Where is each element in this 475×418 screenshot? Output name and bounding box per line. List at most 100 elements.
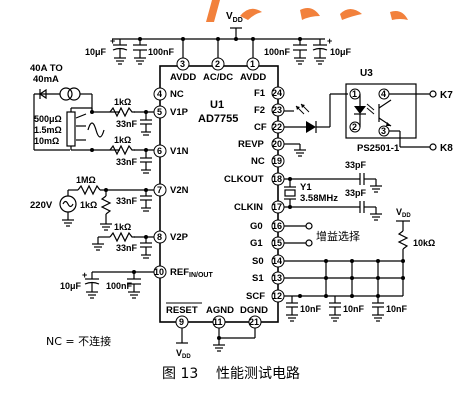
- svg-text:+: +: [110, 36, 115, 46]
- pin-11-label: AGND: [206, 305, 234, 316]
- pin-14-num: 14: [272, 256, 282, 266]
- pin-8-label: V2P: [170, 232, 189, 243]
- pin-6-num: 6: [157, 146, 162, 156]
- cap-33nf-label-1: 33nF: [116, 119, 138, 129]
- current-source-label-1: 40A TO: [30, 63, 63, 74]
- pin-3-label: AVDD: [170, 72, 196, 83]
- r1k-label-1: 1kΩ: [114, 97, 131, 107]
- opto-pin-4: 4: [381, 89, 386, 99]
- nc-note: NC = 不连接: [46, 335, 111, 348]
- pin-1-label: AVDD: [240, 72, 266, 83]
- cap-100nf-label-1: 100nF: [148, 47, 175, 57]
- pin-12-label: SCF: [246, 291, 265, 302]
- figure-caption: 图 13 性能测试电路: [162, 366, 300, 382]
- pin-13-label: S1: [252, 273, 264, 284]
- shunt-label-3: 10mΩ: [34, 136, 59, 146]
- cap-10nf-label-3: 10nF: [386, 304, 408, 314]
- pin-17-num: 17: [272, 202, 282, 212]
- cap-100nf-label-3: 100nF: [106, 281, 133, 291]
- pin-1-num: 1: [250, 59, 255, 69]
- pin-19-num: 19: [272, 156, 282, 166]
- pin-2-label: AC/DC: [203, 72, 233, 83]
- cap-100nf-label-2: 100nF: [264, 47, 291, 57]
- cap-group-top-right: 100nF + 10μF: [264, 36, 352, 65]
- r1k-label-4: 1kΩ: [114, 222, 131, 232]
- gain-select-label: 增益选择: [316, 229, 360, 243]
- cap-10uf-label-3: 10μF: [60, 281, 82, 291]
- pin-20-label: REVP: [238, 139, 265, 150]
- pin-23-num: 23: [272, 105, 282, 115]
- pin-15-num: 15: [272, 238, 282, 248]
- k8-label: K8: [440, 143, 453, 154]
- pin-13-num: 13: [272, 273, 282, 283]
- pin-7-label: V2N: [170, 185, 189, 196]
- pin-9-num: 9: [179, 317, 184, 327]
- crystal-freq: 3.58MHz: [300, 193, 338, 204]
- chip-part: AD7755: [198, 113, 238, 125]
- vdd-top-label: VDD: [226, 11, 243, 24]
- r1k-label-2: 1kΩ: [114, 135, 131, 145]
- r1m-label: 1MΩ: [76, 175, 96, 185]
- opto-part: PS2501-1: [357, 143, 400, 154]
- opto-ref: U3: [360, 68, 373, 79]
- opto-led-path: [284, 93, 348, 157]
- pin-7-num: 7: [157, 185, 162, 195]
- bottom-pins: RESET AGND DGND 9 11 21 VDD: [166, 302, 268, 360]
- pin-18-label: CLKOUT: [224, 174, 264, 185]
- cap-10nf-label-1: 10nF: [300, 304, 322, 314]
- pin-22-num: 22: [272, 122, 282, 132]
- pin-15-label: G1: [250, 238, 263, 249]
- pin-6-label: V1N: [170, 146, 189, 157]
- pin-16-num: 16: [272, 221, 282, 231]
- pin-10-num: 10: [154, 267, 164, 277]
- pin-16-label: G0: [250, 221, 263, 232]
- cap-33nf-label-3: 33nF: [116, 196, 138, 206]
- current-source-label-2: 40mA: [33, 74, 59, 85]
- pin-3-num: 3: [180, 59, 185, 69]
- crystal-ref: Y1: [300, 182, 312, 193]
- r10k-label: 10kΩ: [413, 238, 435, 248]
- pin-20-num: 20: [272, 139, 282, 149]
- pin-5-num: 5: [157, 107, 162, 117]
- pin-17-label: CLKIN: [234, 202, 263, 213]
- cap-10uf-label-2: 10μF: [330, 47, 352, 57]
- optocoupler-u3: U3 1 2 4 3 K7 K8 PS2501-1: [345, 68, 453, 154]
- pin-2-num: 2: [215, 59, 220, 69]
- pin-24-label: F1: [254, 88, 266, 99]
- v1-filters: 1kΩ 33nF 1kΩ 33nF: [109, 97, 154, 174]
- right-pins: F1 24 F2 23 CF 22 REVP 20 NC 19 CLKOUT 1…: [224, 86, 285, 303]
- left-pins: 4 NC 5 V1P 6 V1N 7 V2N 8 V2P 10 REFIN/OU…: [153, 87, 213, 279]
- crystal-section: Y1 3.58MHz 33pF 33pF: [284, 160, 382, 221]
- pin-21-num: 21: [249, 317, 259, 327]
- pin-11-num: 11: [213, 317, 223, 327]
- vdd-right-label: VDD: [396, 207, 411, 219]
- pin-10-label: REFIN/OUT: [170, 267, 213, 279]
- watermark: [206, 0, 408, 22]
- k7-label: K7: [440, 90, 453, 101]
- pin-9-label: RESET: [166, 305, 198, 316]
- figure-number: 图 13: [162, 366, 198, 382]
- opto-pin-1: 1: [352, 89, 357, 99]
- shunt-label-2: 1.5mΩ: [34, 125, 62, 135]
- cap-10uf-label-1: 10μF: [85, 47, 107, 57]
- pin-8-num: 8: [157, 232, 162, 242]
- pin-23-label: F2: [254, 105, 265, 116]
- pin-18-num: 18: [272, 174, 282, 184]
- svg-text:+: +: [327, 36, 332, 46]
- figure-title: 性能测试电路: [216, 366, 300, 382]
- pin-14-label: S0: [252, 256, 264, 267]
- v2-section: 1MΩ 220V 1kΩ 33nF 1kΩ: [30, 175, 154, 259]
- cap-10nf-label-2: 10nF: [343, 304, 365, 314]
- cap-33pf-label-2: 33pF: [345, 188, 367, 198]
- opto-pin-3: 3: [381, 126, 386, 136]
- cap-33nf-label-4: 33nF: [116, 243, 138, 253]
- pin-21-label: DGND: [240, 305, 268, 316]
- pin-5-label: V1P: [170, 107, 189, 118]
- current-source-section: 40A TO 40mA 500μΩ 1.5mΩ 10mΩ: [30, 63, 120, 152]
- pin-24-num: 24: [272, 88, 282, 98]
- ac-voltage-label: 220V: [30, 200, 53, 211]
- pin-12-num: 12: [272, 291, 282, 301]
- opto-pin-2: 2: [352, 122, 357, 132]
- mode-select-section: 增益选择 VDD 10kΩ 10nF: [284, 207, 435, 322]
